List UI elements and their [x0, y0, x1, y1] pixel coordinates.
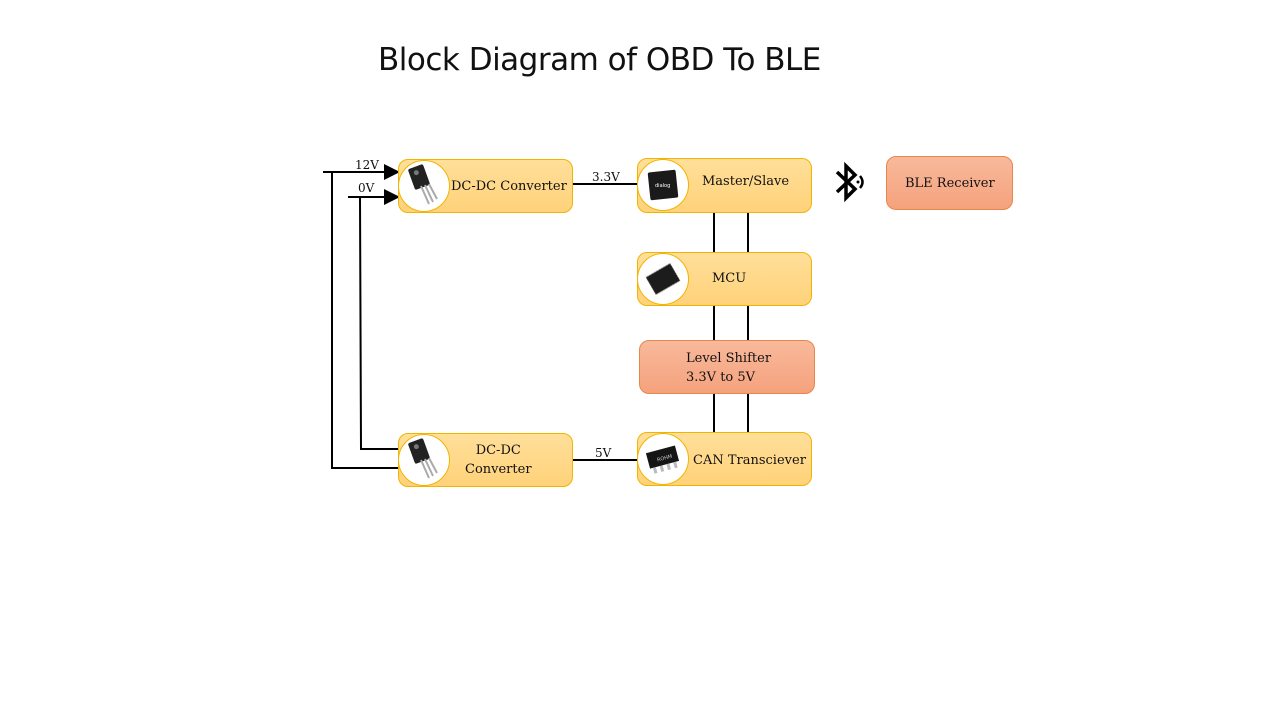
level-shifter-label: Level Shifter 3.3V to 5V [686, 349, 771, 387]
transistor-icon [398, 160, 450, 212]
ble-receiver-label: BLE Receiver [905, 176, 995, 191]
can-transceiver-label: CAN Transciever [693, 453, 806, 468]
dcdc-bottom-line2: Converter [465, 462, 532, 477]
level-shifter-line2: 3.3V to 5V [686, 370, 756, 385]
svg-text:ROHM: ROHM [656, 454, 673, 464]
master-slave-label: Master/Slave [702, 174, 790, 189]
label-12v: 12V [355, 158, 379, 172]
dcdc-top-label: DC-DC Converter [451, 179, 567, 194]
wire-12v-to-bottom-dcdc [331, 172, 400, 469]
svg-text:dialog: dialog [655, 183, 670, 189]
mcu-block: MCU [637, 252, 812, 306]
transistor-icon [398, 434, 450, 486]
mcu-label: MCU [712, 271, 747, 286]
level-shifter-line1: Level Shifter [686, 351, 772, 366]
ble-receiver-block: BLE Receiver [886, 156, 1013, 210]
dcdc-converter-bottom-block: DC-DC Converter [398, 433, 573, 487]
label-0v: 0V [358, 181, 375, 195]
can-transceiver-block: ROHM CAN Transciever [637, 432, 812, 486]
diagram-title: Block Diagram of OBD To BLE [378, 42, 821, 78]
label-3v3: 3.3V [592, 170, 620, 184]
qfp-chip-icon [637, 253, 689, 305]
bluetooth-icon [833, 161, 869, 206]
wire-0v-to-bottom-dcdc [359, 196, 400, 450]
master-slave-block: dialog Master/Slave [637, 158, 812, 213]
dcdc-bottom-line1: DC-DC [475, 443, 521, 458]
label-5v: 5V [595, 446, 612, 460]
dialog-chip-icon: dialog [637, 159, 689, 211]
dcdc-converter-top-block: DC-DC Converter [398, 159, 573, 213]
dcdc-bottom-label: DC-DC Converter [465, 441, 532, 479]
soic-chip-icon: ROHM [637, 433, 689, 485]
level-shifter-block: Level Shifter 3.3V to 5V [639, 340, 815, 394]
